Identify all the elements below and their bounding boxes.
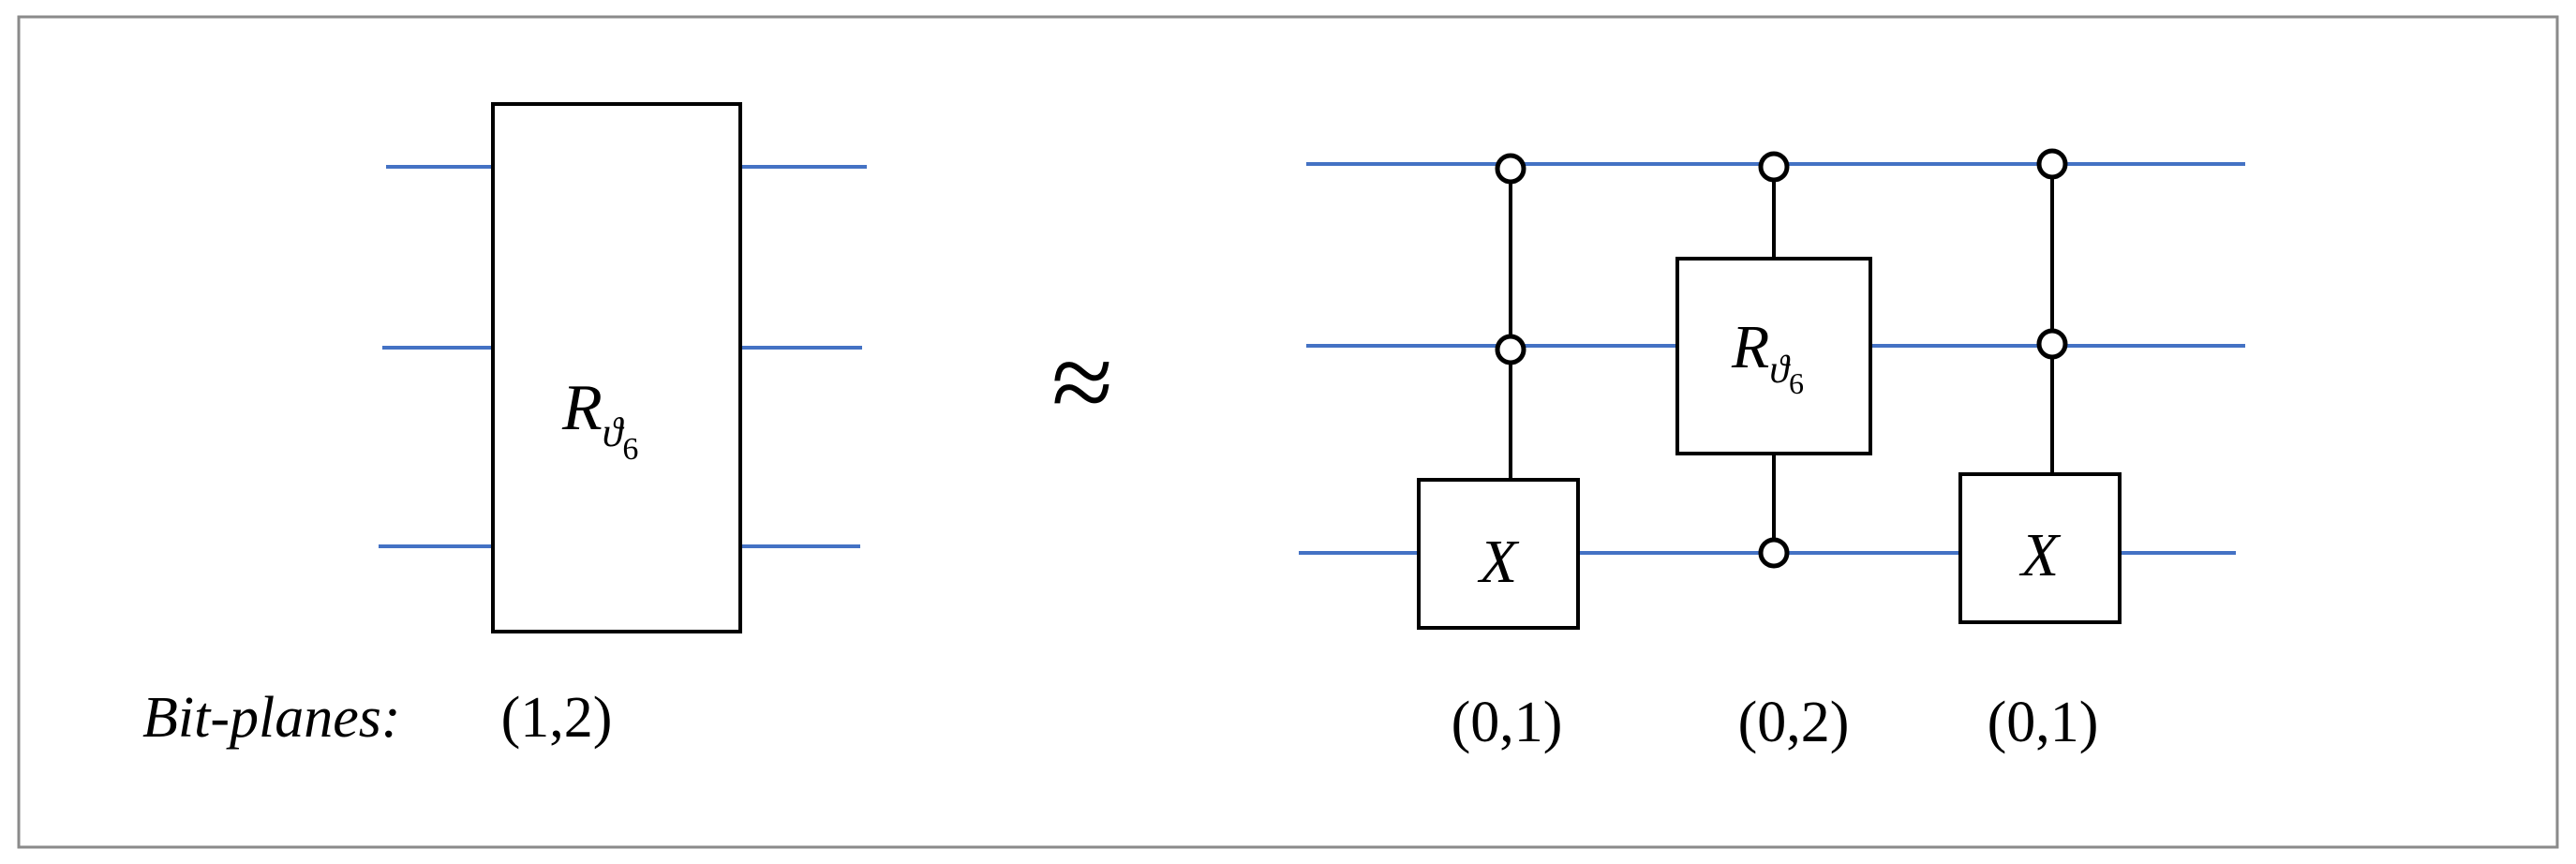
gate2-control-dot-1 [1758, 151, 1790, 183]
gate3-control-dot-2 [2036, 328, 2068, 360]
gate2-bitplanes: (0,2) [1738, 691, 1850, 754]
gate1-control-dot-1 [1495, 153, 1526, 185]
left-r-gate-label: Rϑ6 [561, 372, 638, 467]
gate3-x-gate [1958, 472, 2122, 624]
gate1-x-label: X [1477, 528, 1520, 596]
gate3-x-label: X [2018, 521, 2062, 589]
gate2-r-label: Rϑ6 [1731, 313, 1804, 400]
gate2-control-dot-3 [1758, 537, 1790, 569]
left-circuit: Rϑ6 [379, 102, 867, 633]
gate1-bitplanes: (0,1) [1452, 691, 1563, 754]
left-r-gate [491, 102, 742, 633]
approx-symbol: ≈ [1051, 320, 1113, 444]
figure-frame [17, 15, 2559, 849]
gate3-control-dot-1 [2036, 148, 2068, 180]
gate3-bitplanes: (0,1) [1988, 691, 2099, 754]
gate1-control-dot-2 [1495, 334, 1526, 365]
right-circuit: X Rϑ6 X [1299, 148, 2245, 630]
gate2-r-gate [1675, 257, 1872, 455]
gate1-x-gate [1417, 478, 1580, 630]
bitplanes-label: Bit-planes: [142, 686, 401, 750]
left-gate-bitplanes: (1,2) [501, 686, 613, 750]
